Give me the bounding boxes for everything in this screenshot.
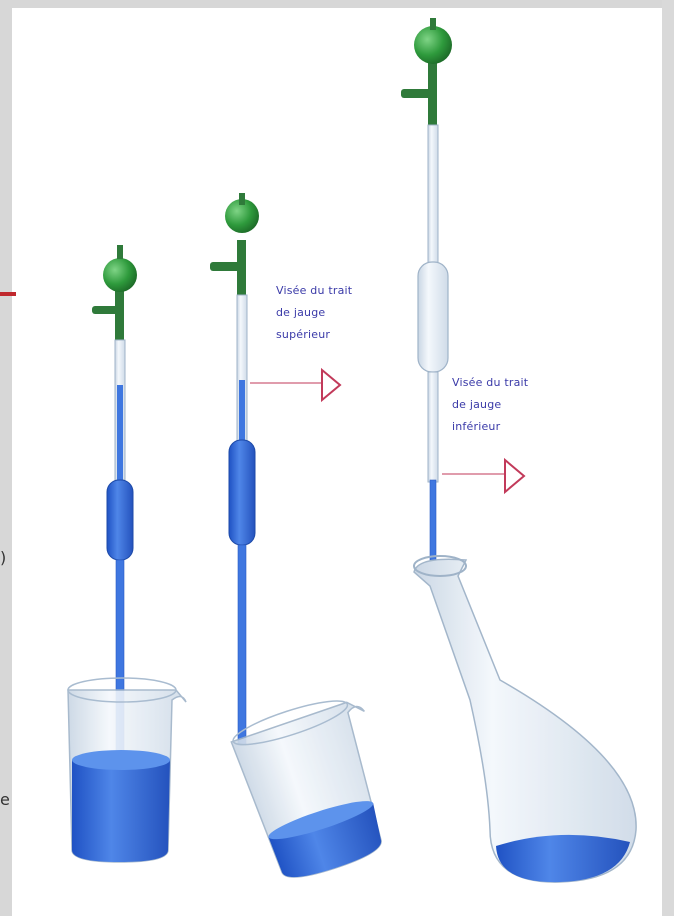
filler-side-1 — [92, 306, 118, 314]
upper-label-line-3: supérieur — [276, 324, 352, 346]
filler-bulb-1 — [103, 258, 137, 292]
lower-label-line-1: Visée du trait — [452, 372, 528, 394]
volumetric-flask — [414, 556, 636, 882]
lower-mark-label: Visée du trait de jauge inférieur — [452, 372, 528, 438]
frame-right — [662, 0, 674, 916]
pipette-2 — [210, 193, 259, 745]
lower-label-line-2: de jauge — [452, 394, 528, 416]
lower-label-line-3: inférieur — [452, 416, 528, 438]
beaker-1 — [68, 678, 186, 862]
pipette-3 — [401, 18, 452, 560]
upper-mark-label: Visée du trait de jauge supérieur — [276, 280, 352, 346]
edge-mark-2: e — [0, 790, 12, 809]
frame-left — [0, 0, 12, 916]
pipette-1 — [92, 245, 137, 765]
red-accent-bar — [0, 292, 16, 296]
filler-stem-1 — [115, 290, 124, 340]
beaker-2 — [228, 689, 408, 887]
frame-top — [0, 0, 674, 8]
upper-label-line-1: Visée du trait — [276, 280, 352, 302]
eye-marker-lower — [505, 460, 524, 492]
eye-marker-upper — [322, 370, 340, 400]
edge-mark-1: ) — [0, 548, 12, 567]
upper-label-line-2: de jauge — [276, 302, 352, 324]
